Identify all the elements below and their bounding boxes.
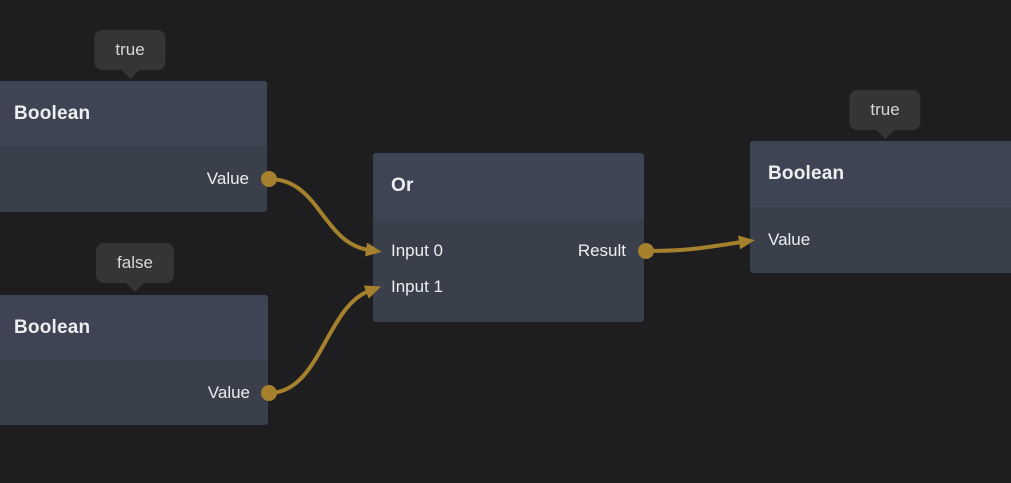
port-row: Input 1 (391, 269, 626, 305)
output-port-label-value: Value (207, 382, 250, 402)
value-tooltip-text: true (870, 100, 900, 119)
node-title: Boolean (14, 102, 91, 124)
node-title: Boolean (768, 163, 845, 184)
value-tooltip-boolean-1: true (94, 30, 166, 70)
wire-or-result-to-boolean3-value[interactable] (644, 235, 755, 253)
node-header[interactable]: Or (373, 153, 644, 219)
input-port-label-value: Value (768, 230, 811, 249)
output-port-label-value: Value (206, 169, 249, 188)
node-body: Value (0, 360, 268, 425)
wire-boolean1-value-to-or-input0[interactable] (267, 177, 382, 257)
node-title: Or (391, 175, 414, 196)
value-tooltip-boolean-2: false (96, 243, 174, 283)
node-body: Value (750, 207, 1011, 273)
node-or-1[interactable]: Or Input 0 Result Input 1 (373, 153, 644, 322)
node-header[interactable]: Boolean (0, 81, 267, 146)
node-boolean-3[interactable]: Boolean Value (750, 141, 1011, 273)
node-body: Input 0 Result Input 1 (373, 219, 644, 322)
wire-boolean2-value-to-or-input1[interactable] (267, 285, 382, 395)
node-title: Boolean (14, 316, 91, 338)
node-body: Value (0, 146, 267, 212)
value-tooltip-text: true (115, 40, 145, 59)
port-row: Input 0 Result (391, 233, 626, 269)
output-port-label-result: Result (577, 241, 626, 260)
value-tooltip-boolean-3: true (849, 90, 921, 130)
node-header[interactable]: Boolean (750, 141, 1011, 207)
node-boolean-1[interactable]: Boolean Value (0, 81, 267, 212)
input-port-label-input-0: Input 0 (391, 241, 443, 260)
value-tooltip-text: false (117, 253, 153, 272)
node-boolean-2[interactable]: Boolean Value (0, 295, 268, 425)
node-header[interactable]: Boolean (0, 295, 268, 360)
input-port-label-input-1: Input 1 (391, 277, 443, 296)
